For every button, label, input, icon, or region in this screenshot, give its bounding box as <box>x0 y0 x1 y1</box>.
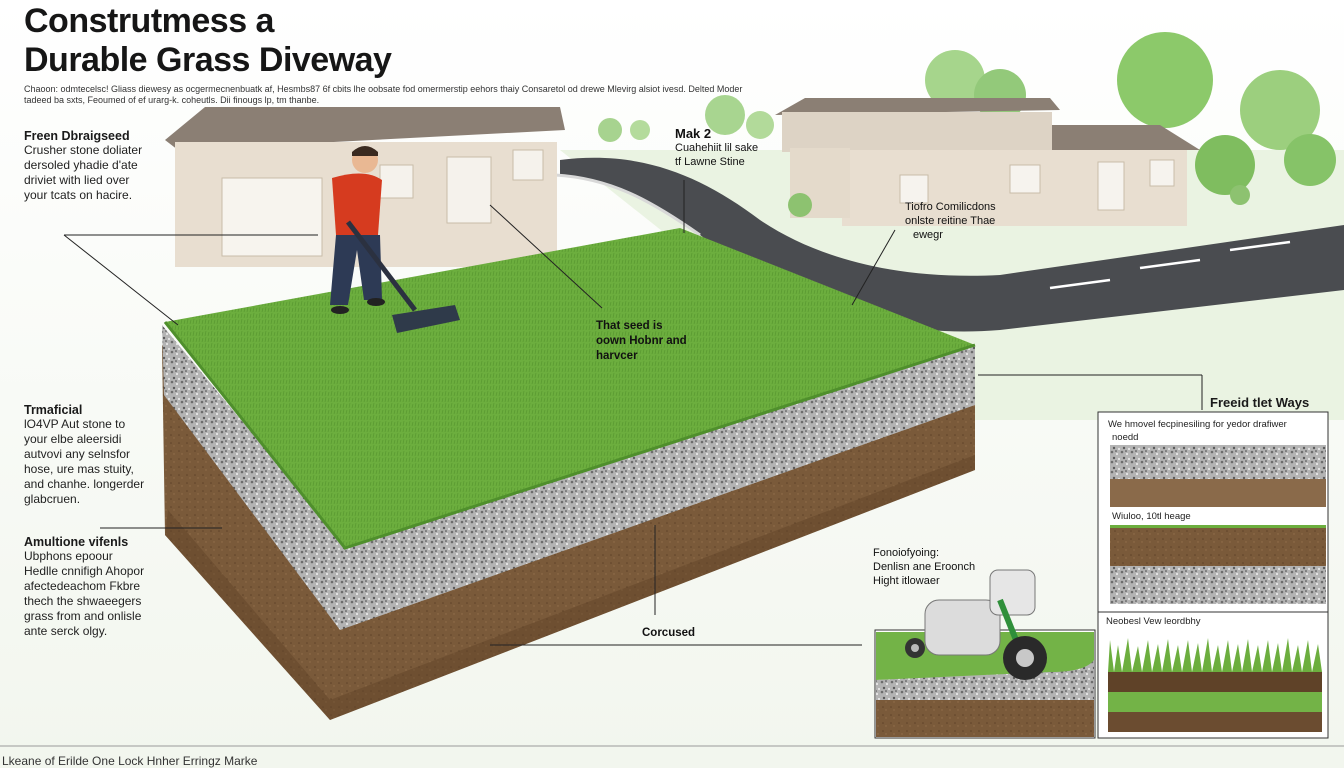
note-amultione: Amultione vifenls Ubphons epoour Hedlle … <box>24 535 224 639</box>
callout-machine: Fonoiofyoing: Denlisn ane Eroonch Hight … <box>873 546 1013 588</box>
subtitle-line-2: tadeed ba sxts, Feoumed of ef urarg-k. c… <box>24 95 320 105</box>
footer-text: Lkeane of Erilde One Lock Hnher Erringz … <box>2 754 258 768</box>
note-drainage-seed: Freen Dbraigseed Crusher stone doliater … <box>24 129 214 203</box>
note-line: your elbe aleersidi <box>24 432 122 446</box>
callout-line: Cuahehiit lil sake <box>675 142 759 154</box>
subtitle: Chaoon: odmtecelsc! Gliass diewesy as oc… <box>24 84 794 106</box>
note-line: autvovi any selnsfor <box>24 447 131 461</box>
note-line: hose, ure mas stuity, <box>24 462 134 476</box>
callout-line: harvcer <box>596 350 638 362</box>
callout-top-center: Mak 2 Cuahehiit lil sake tf Lawne Stine <box>675 126 805 169</box>
callout-line: oown Hobnr and <box>596 335 687 347</box>
note-heading: Amultione vifenls <box>24 535 129 549</box>
callout-line: That seed is <box>596 320 663 332</box>
note-heading: Trmaficial <box>24 403 83 417</box>
tree-icon <box>598 32 1336 195</box>
callout-line: Denlisn ane Eroonch <box>873 561 976 573</box>
detail-panels <box>1097 411 1329 739</box>
note-line: Hedlle cnnifigh Ahopor <box>24 564 145 578</box>
note-line: dersoled yhadie d'ate <box>24 158 138 172</box>
callout-line: tf Lawne Stine <box>675 156 745 168</box>
note-heading: Freen Dbraigseed <box>24 129 130 143</box>
callout-bottom-center: Corcused <box>642 627 696 639</box>
note-line: and chanhe. longerder <box>24 477 145 491</box>
callout-line: Mak 2 <box>675 126 712 141</box>
note-line: your tcats on hacire. <box>24 188 133 202</box>
leader-lines <box>0 180 1344 747</box>
person-raking-icon <box>330 146 460 333</box>
note-line: lO4VP Aut stone to <box>24 417 126 431</box>
house-icon <box>775 98 1250 226</box>
note-trmaficial: Trmaficial lO4VP Aut stone to your elbe … <box>24 403 214 507</box>
title-line-1: Construtmess a <box>24 2 274 40</box>
subtitle-line-1: Chaoon: odmtecelsc! Gliass diewesy as oc… <box>24 84 743 94</box>
callout-mid-center: That seed is oown Hobnr and harvcer <box>596 319 726 364</box>
note-line: Crusher stone doliater <box>24 143 143 157</box>
callout-line: Hight itlowaer <box>873 575 940 587</box>
page-title: Construtmess a Durable Grass Diveway <box>24 2 392 80</box>
grass-layer <box>165 228 975 548</box>
note-line: afectedeachom Fkbre <box>24 579 141 593</box>
road <box>560 157 1344 332</box>
note-line: glabcruen. <box>24 492 81 506</box>
note-line: Ubphons epoour <box>24 549 113 563</box>
panel-caption: noedd <box>1112 432 1139 443</box>
callout-line: ewegr <box>913 229 943 241</box>
note-line: grass from and onlisle <box>24 609 142 623</box>
note-line: ante serck olgy. <box>24 624 108 638</box>
callout-line: Tiofro Comilicdons <box>905 201 996 213</box>
note-line: driviet with lied over <box>24 173 130 187</box>
panel-caption: Wiuloo, 10tl heage <box>1112 511 1191 522</box>
mower-icon <box>905 569 1047 680</box>
note-line: thech the shwaeegers <box>24 594 142 608</box>
panels-heading: Freeid tlet Ways <box>1210 395 1310 410</box>
callout-line: Fonoiofyoing: <box>873 547 940 559</box>
title-line-2: Durable Grass Diveway <box>24 41 392 79</box>
road-lane-marks <box>1049 240 1291 290</box>
callout-top-right: Tiofro Comilicdons onlste reitine Thae e… <box>905 200 1055 242</box>
callout-line: onlste reitine Thae <box>905 215 996 227</box>
panel-caption: We hmovel fecpinesiling for yedor drafiw… <box>1108 419 1287 430</box>
panel-caption: Neobesl Vew leordbhy <box>1106 616 1201 627</box>
